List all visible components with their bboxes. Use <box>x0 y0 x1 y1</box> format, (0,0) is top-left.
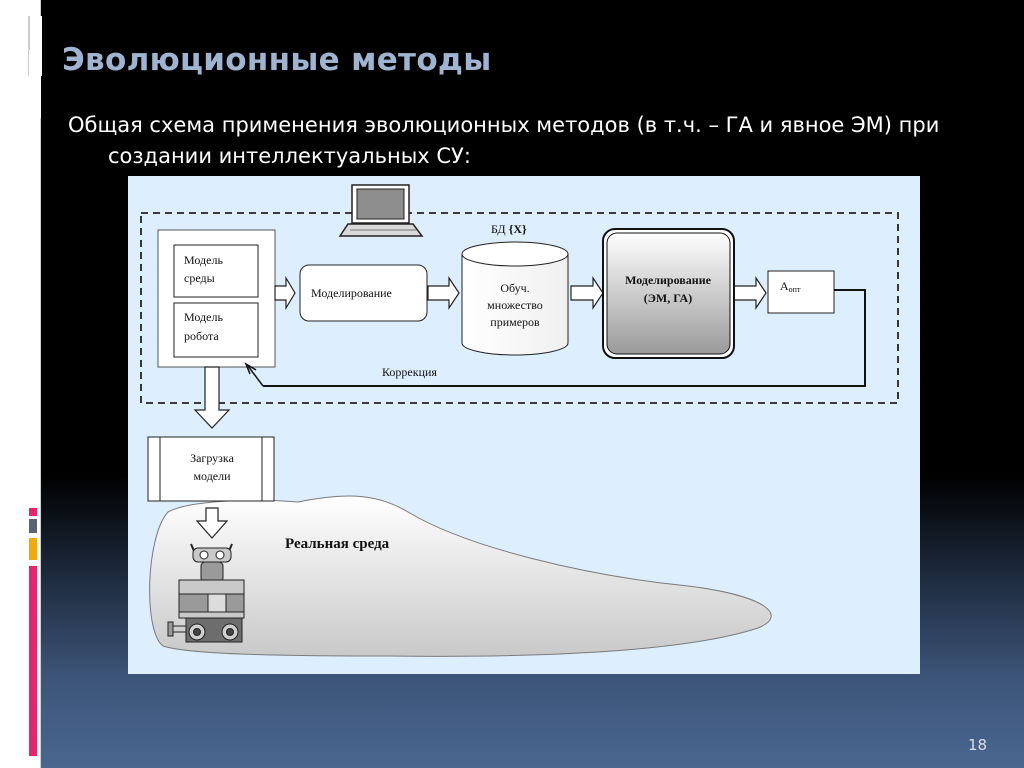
modeling-text: Моделирование <box>311 286 392 300</box>
real-environment-label: Реальная среда <box>285 536 390 552</box>
robot-model-text-1: Модель <box>184 310 223 324</box>
load-model-text-1: Загрузка <box>190 451 234 465</box>
system-boundary <box>140 212 899 404</box>
env-model-text-2: среды <box>184 271 215 285</box>
robot-icon <box>167 543 245 643</box>
deco-mark-1 <box>22 50 27 118</box>
em-ga-modeling-inner <box>606 232 731 355</box>
correction-feedback-line <box>263 289 866 387</box>
deco-stripe-pink-top <box>29 508 37 516</box>
subtitle-line-1: Общая схема применения эволюционных мето… <box>68 113 940 137</box>
deco-mark-2 <box>29 50 34 118</box>
deco-stripe-orange <box>29 538 37 560</box>
robot-model-box <box>173 302 259 358</box>
em-ga-text-2: (ЭМ, ГА) <box>644 291 692 305</box>
deco-stripe-gray <box>29 519 37 533</box>
db-label: БД {X} <box>491 222 527 236</box>
diagram-svg: Реальная среда Модель среды Модель робот… <box>140 184 899 657</box>
subtitle-line-2: создании интеллектуальных СУ: <box>108 144 471 168</box>
slide-title: Эволюционные методы <box>62 42 492 78</box>
slide-subtitle: Общая схема применения эволюционных мето… <box>68 110 968 172</box>
arrow-modeling-to-db <box>427 276 460 310</box>
deco-mark-3 <box>36 50 41 118</box>
arrow-db-to-em <box>570 276 604 310</box>
arrow-models-to-modeling <box>274 275 296 311</box>
correction-arrowhead <box>244 362 257 375</box>
env-model-text-1: Модель <box>184 253 223 267</box>
diagram-panel: Реальная среда Модель среды Модель робот… <box>128 176 920 674</box>
load-model-box <box>147 436 275 502</box>
page-number: 18 <box>968 736 988 754</box>
correction-label: Коррекция <box>382 365 437 379</box>
modeling-box <box>299 264 428 322</box>
left-decor-edge <box>40 0 41 768</box>
training-set-text-3: примеров <box>490 315 540 329</box>
real-environment-area <box>149 495 772 657</box>
laptop-icon <box>338 184 424 237</box>
a-opt-label: Аопт <box>780 279 801 294</box>
em-ga-text-1: Моделирование <box>625 273 712 287</box>
training-set-text-1: Обуч. <box>500 281 529 295</box>
training-set-db <box>461 241 569 356</box>
env-model-box <box>173 244 259 298</box>
deco-stripe-pink-long <box>29 566 37 756</box>
a-opt-box <box>767 270 835 314</box>
arrow-em-to-aopt <box>733 276 767 310</box>
robot-model-text-2: робота <box>184 329 219 343</box>
arrow-models-to-load <box>193 366 231 429</box>
arrow-load-to-robot <box>195 507 229 539</box>
load-model-text-2: модели <box>193 469 231 483</box>
training-set-text-2: множество <box>487 298 543 312</box>
correction-arrow-tip <box>247 365 264 387</box>
